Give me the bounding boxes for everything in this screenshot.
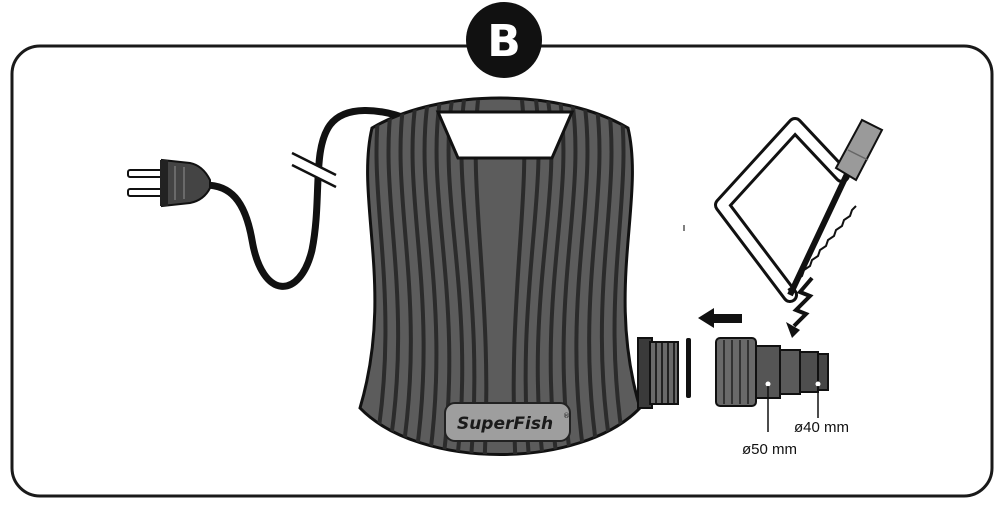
cable-break-icon xyxy=(287,151,341,189)
outer-diameter-label: ø50 mm xyxy=(742,441,797,458)
cut-arrow-icon xyxy=(786,276,814,338)
brand-registered-mark: ® xyxy=(563,412,570,420)
hacksaw-icon xyxy=(714,117,884,303)
step-badge-letter: B xyxy=(487,16,521,67)
push-arrow-icon xyxy=(698,308,742,328)
pump-body: SuperFish ® xyxy=(358,96,642,456)
step-badge: B xyxy=(466,2,542,78)
sealing-ring xyxy=(686,338,691,398)
pump-handle xyxy=(435,110,575,160)
hose-connector xyxy=(715,337,829,407)
brand-label: SuperFish xyxy=(457,414,553,434)
power-cable xyxy=(201,107,414,290)
brand-plate: SuperFish ® xyxy=(444,402,571,442)
pump-outlet-thread xyxy=(637,337,679,409)
inner-diameter-label: ø40 mm xyxy=(794,419,849,436)
power-plug-icon xyxy=(127,158,211,208)
